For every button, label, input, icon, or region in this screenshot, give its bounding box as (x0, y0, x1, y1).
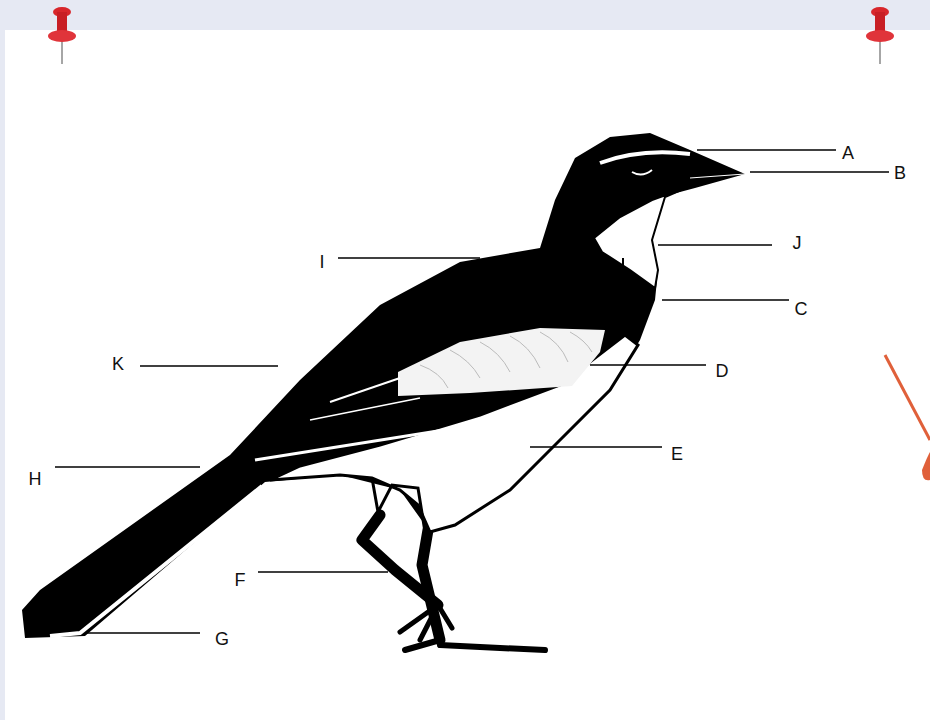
part-letter: B (894, 164, 906, 182)
part-letter: H (29, 470, 42, 488)
pushpin (48, 7, 76, 64)
part-letter: D (716, 362, 729, 380)
eye (632, 170, 652, 175)
pushpin (866, 7, 894, 64)
part-letter: C (795, 300, 808, 318)
throat-tick (622, 258, 624, 276)
eyebrow-stripe (600, 152, 690, 163)
beak-line (690, 174, 745, 178)
orange-pointer (885, 355, 930, 440)
wing-edges (255, 378, 520, 460)
part-letter: K (112, 355, 124, 373)
leader-lines (55, 150, 889, 633)
bird-throat (594, 187, 688, 288)
tail-edge (50, 486, 262, 636)
wing-feathers (420, 332, 592, 388)
part-letter: F (235, 571, 246, 589)
part-letter: I (319, 253, 324, 271)
orange-pointer-tip (922, 452, 930, 480)
bird-thighs (372, 478, 425, 532)
bird-legs (362, 515, 545, 650)
part-letter: G (215, 630, 229, 648)
part-letter: E (671, 445, 683, 463)
paper-sheet (5, 30, 930, 720)
bird-body (22, 133, 745, 638)
part-letter: A (842, 144, 854, 162)
wing-patch (398, 328, 605, 396)
part-letter: J (793, 234, 802, 252)
